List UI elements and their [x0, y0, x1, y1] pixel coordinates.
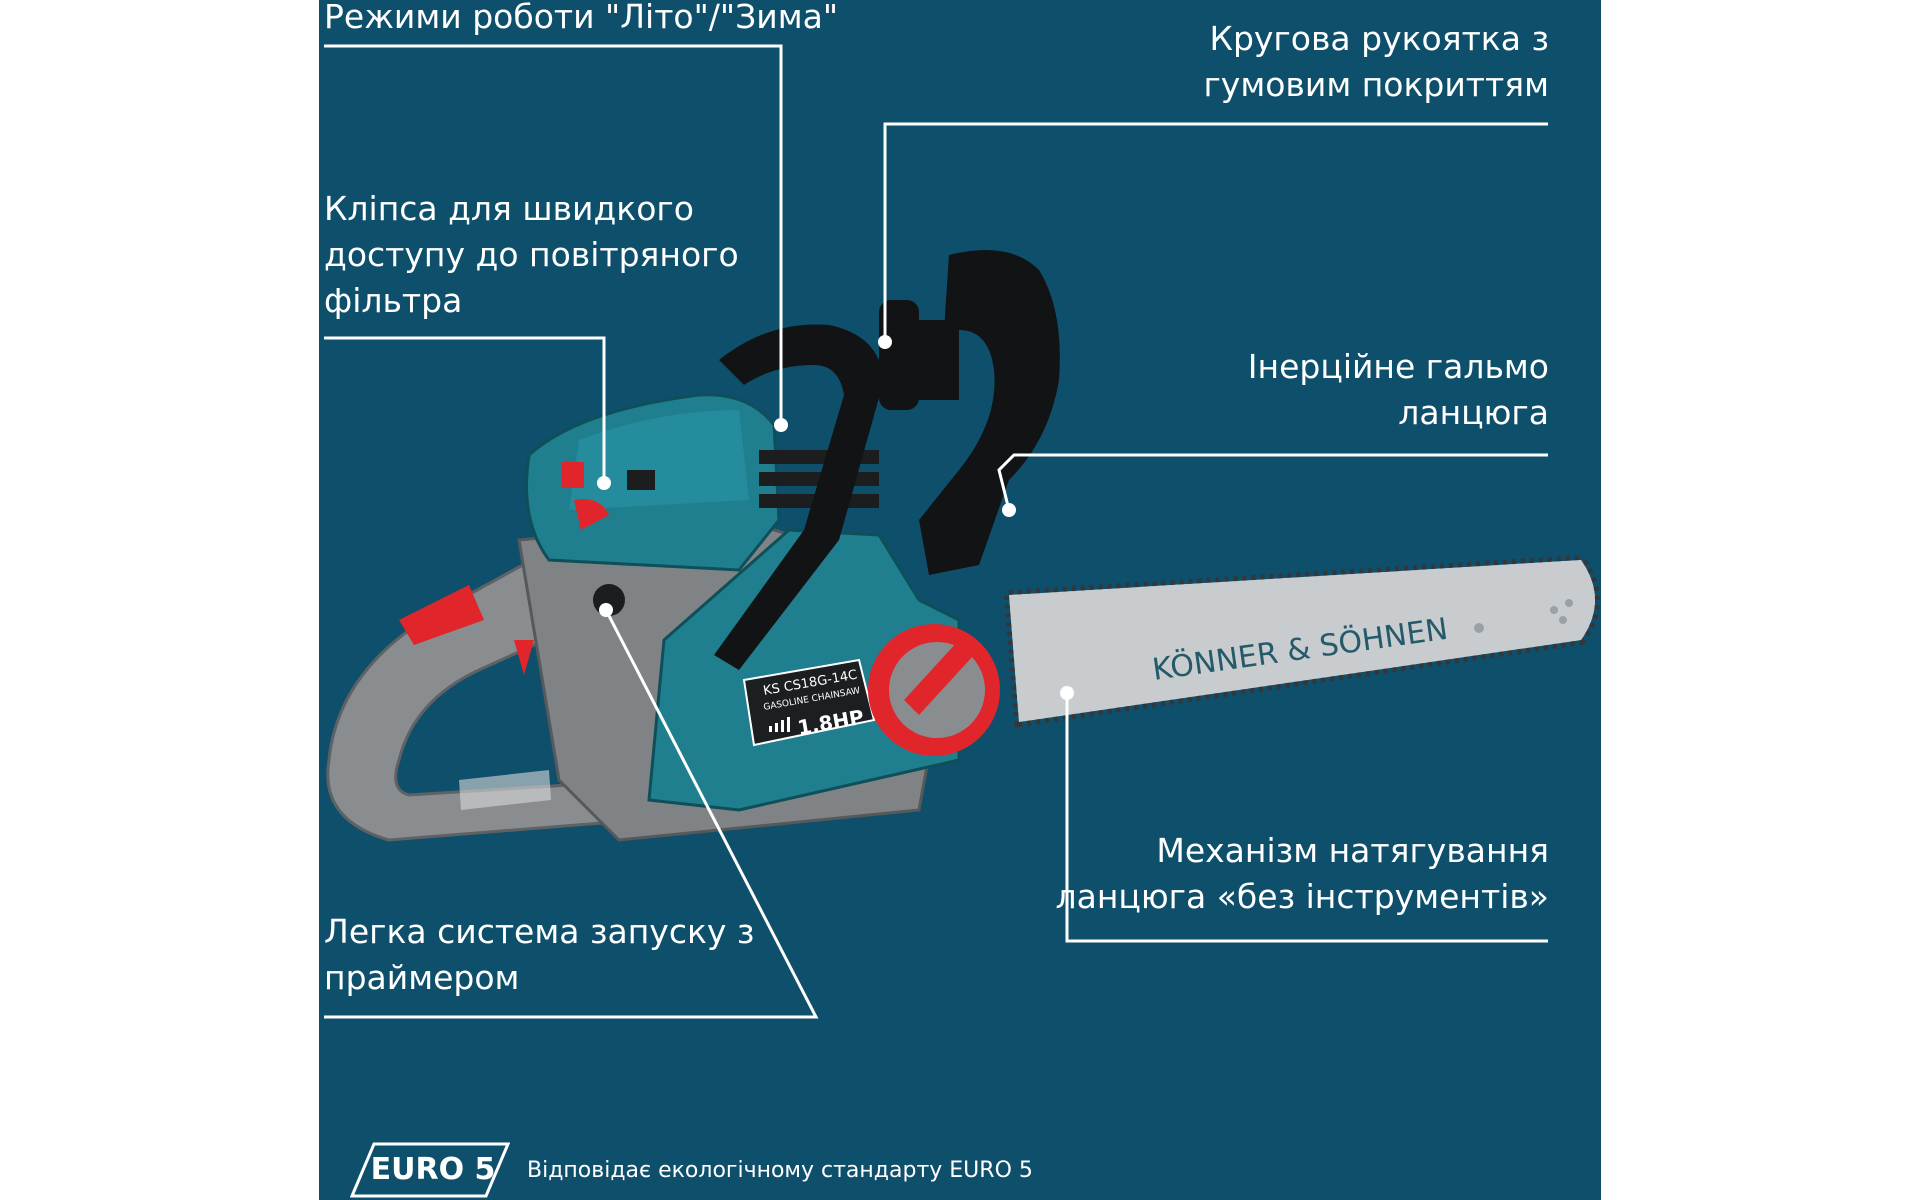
callout-dots [597, 335, 1074, 700]
chain-brake-guard [919, 250, 1060, 575]
callout-handle: Кругова рукоятка з гумовим покриттям [1203, 16, 1549, 108]
callout-tensioner-line2: ланцюга «без інструментів» [1055, 877, 1549, 916]
callout-filter-line3: фільтра [324, 281, 463, 320]
front-handle [714, 324, 884, 670]
callout-start: Легка система запуску з праймером [324, 909, 754, 1001]
callout-brake-line2: ланцюга [1398, 393, 1549, 432]
euro5-badge: EURO 5 [350, 1142, 510, 1198]
product-panel: KÖNNER & SÖHNEN KS CS18G-14C GASOLINE CH… [319, 0, 1601, 1200]
callout-lines [324, 44, 1548, 1019]
callout-tensioner: Механізм натягування ланцюга «без інстру… [1056, 828, 1549, 920]
callout-brake: Інерційне гальмо ланцюга [1248, 344, 1549, 436]
euro5-note: Відповідає екологічному стандарту EURO 5 [527, 1158, 1033, 1183]
callout-brake-line1: Інерційне гальмо [1247, 347, 1549, 386]
callout-modes: Режими роботи "Літо"/"Зима" [324, 0, 838, 40]
callout-tensioner-line1: Механізм натягування [1156, 831, 1549, 870]
chain-tensioner-dial [868, 624, 1000, 756]
chainsaw-illustration: KÖNNER & SÖHNEN KS CS18G-14C GASOLINE CH… [324, 44, 1600, 1019]
callout-start-line1: Легка система запуску з [324, 912, 755, 951]
callout-filter-clip: Кліпса для швидкого доступу до повітряно… [324, 186, 739, 324]
callout-filter-line2: доступу до повітряного [324, 235, 739, 274]
throttle-trigger [399, 585, 484, 645]
badge-frame [350, 1142, 510, 1198]
callout-filter-line1: Кліпса для швидкого [324, 189, 694, 228]
callout-modes-line1: Режими роботи "Літо"/"Зима" [324, 0, 838, 36]
callout-handle-line1: Кругова рукоятка з [1209, 19, 1549, 58]
guide-bar [1003, 554, 1600, 728]
mode-switch [562, 462, 655, 530]
callout-handle-line2: гумовим покриттям [1203, 65, 1549, 104]
euro5-badge-label: EURO 5 [370, 1152, 496, 1187]
callout-start-line2: праймером [324, 958, 520, 997]
